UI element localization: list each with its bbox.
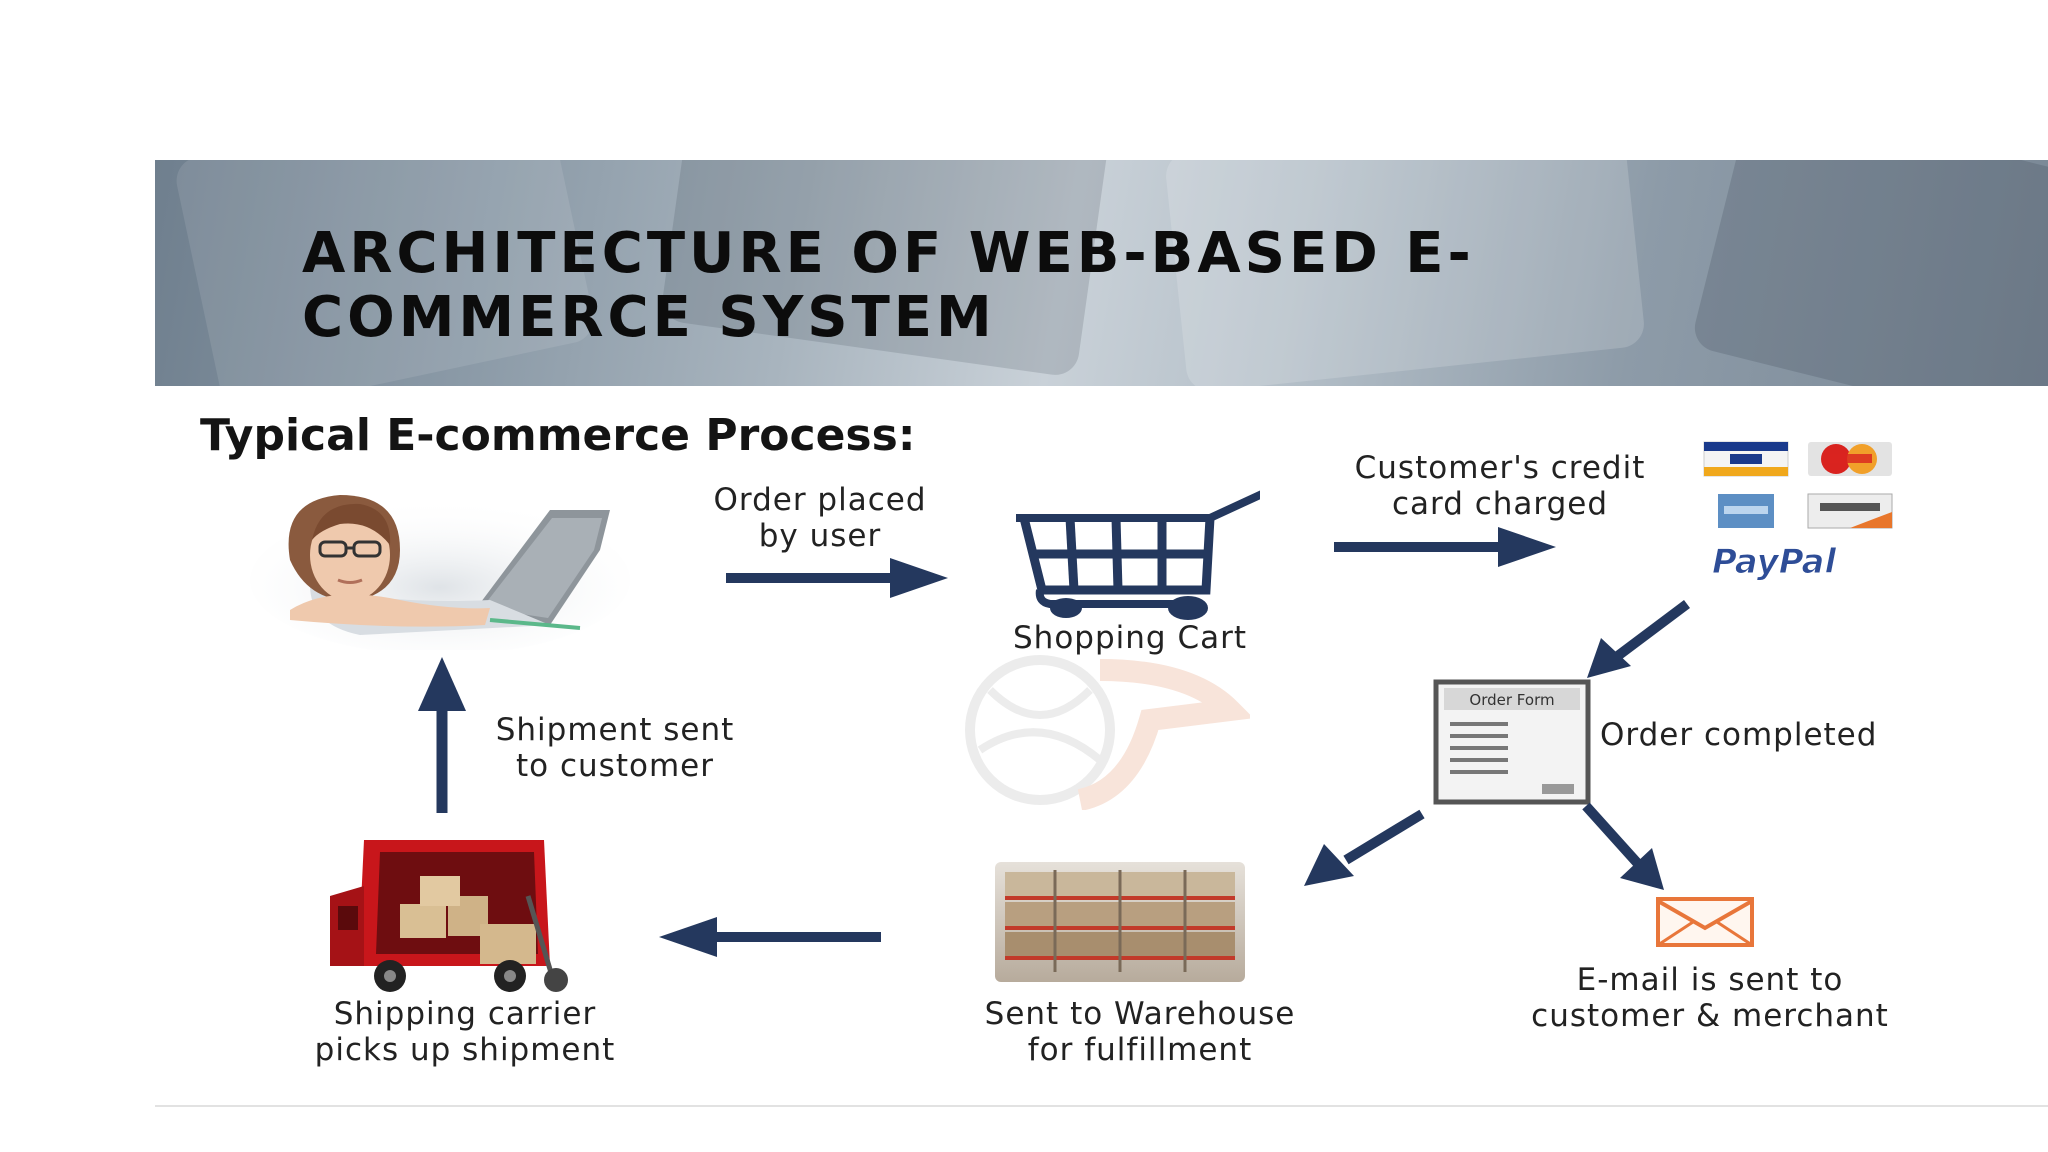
card-charged-label: Customer's credit card charged bbox=[1300, 450, 1700, 522]
credit-card-logos-icon: PayPal bbox=[1703, 441, 1893, 580]
arrow-to-customer-icon bbox=[418, 657, 466, 813]
arrow-to-warehouse-icon bbox=[1304, 809, 1425, 886]
order-form-icon: Order Form bbox=[1433, 679, 1591, 805]
slide-title: ARCHITECTURE OF WEB-BASED E- COMMERCE SY… bbox=[302, 222, 2002, 350]
section-heading: Typical E-commerce Process: bbox=[200, 410, 916, 461]
order-placed-line-2: by user bbox=[758, 518, 882, 554]
order-placed-line-1: Order placed bbox=[713, 482, 927, 518]
arrow-to-carrier-icon bbox=[659, 917, 881, 957]
shipment-sent-line-2: to customer bbox=[516, 748, 714, 784]
slide-title-line-1: ARCHITECTURE OF WEB-BASED E- bbox=[302, 221, 1475, 286]
watermark-logo-icon bbox=[965, 655, 1250, 810]
footer-divider bbox=[155, 1105, 2048, 1107]
warehouse-line-1: Sent to Warehouse bbox=[984, 996, 1296, 1032]
shopping-cart-label: Shopping Cart bbox=[1013, 620, 1247, 656]
shipment-sent-label: Shipment sent to customer bbox=[440, 712, 790, 784]
arrow-to-email-icon bbox=[1582, 802, 1664, 890]
email-sent-line-2: customer & merchant bbox=[1531, 998, 1889, 1034]
paypal-logo-text: PayPal bbox=[1712, 542, 1837, 580]
delivery-truck-icon bbox=[330, 840, 568, 992]
card-charged-line-1: Customer's credit bbox=[1354, 450, 1646, 486]
arrow-to-order-form-icon bbox=[1587, 600, 1690, 678]
carrier-pickup-line-2: picks up shipment bbox=[314, 1032, 616, 1068]
shipment-sent-line-1: Shipment sent bbox=[495, 712, 735, 748]
order-completed-label: Order completed bbox=[1600, 717, 1878, 753]
card-charged-line-2: card charged bbox=[1391, 486, 1609, 522]
carrier-pickup-label: Shipping carrier picks up shipment bbox=[245, 996, 685, 1068]
order-form-title: Order Form bbox=[1469, 691, 1554, 709]
warehouse-icon bbox=[995, 862, 1245, 982]
warehouse-label: Sent to Warehouse for fulfillment bbox=[920, 996, 1360, 1068]
title-banner: ARCHITECTURE OF WEB-BASED E- COMMERCE SY… bbox=[155, 160, 2048, 386]
arrow-to-payment-icon bbox=[1334, 527, 1556, 567]
user-at-laptop-icon bbox=[250, 495, 630, 650]
email-sent-label: E-mail is sent to customer & merchant bbox=[1500, 962, 1920, 1034]
order-placed-label: Order placed by user bbox=[675, 482, 965, 554]
shopping-cart-icon bbox=[1016, 490, 1260, 620]
slide-title-line-2: COMMERCE SYSTEM bbox=[302, 285, 996, 350]
warehouse-line-2: for fulfillment bbox=[1027, 1032, 1253, 1068]
arrow-to-cart-icon bbox=[726, 558, 948, 598]
envelope-icon bbox=[1656, 897, 1754, 947]
carrier-pickup-line-1: Shipping carrier bbox=[333, 996, 597, 1032]
email-sent-line-1: E-mail is sent to bbox=[1576, 962, 1844, 998]
